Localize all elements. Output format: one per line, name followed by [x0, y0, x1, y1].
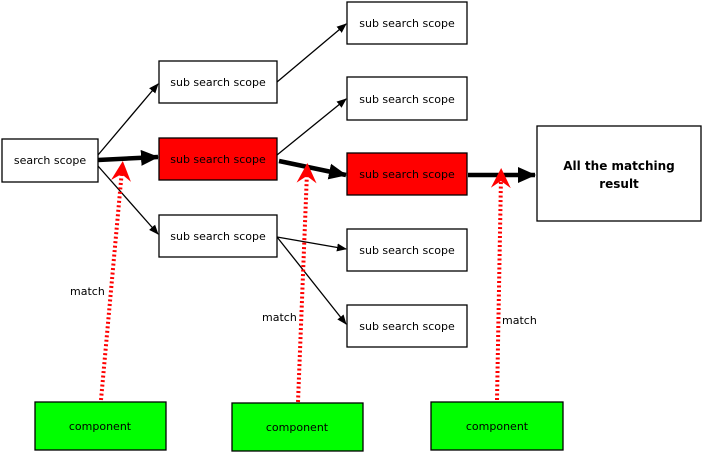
- node-leaf-4: sub search scope: [346, 228, 468, 272]
- node-leaf-5: sub search scope: [346, 304, 468, 348]
- component-2-label: component: [266, 421, 329, 434]
- node-sub-search-scope-middle: sub search scope: [158, 137, 278, 181]
- match-label-3: match: [502, 314, 537, 327]
- thin-connectors: [97, 23, 347, 325]
- component-1: component: [34, 401, 167, 451]
- component-1-label: component: [69, 420, 132, 433]
- node-leaf-1-label: sub search scope: [359, 17, 455, 30]
- component-3-label: component: [466, 420, 529, 433]
- node-leaf-3: sub search scope: [346, 152, 468, 196]
- node-sub-top-label: sub search scope: [170, 76, 266, 89]
- edge-sublow-to-leaf4: [276, 236, 347, 252]
- match-label-1: match: [70, 285, 105, 298]
- node-leaf-3-label: sub search scope: [359, 168, 455, 181]
- node-search-scope-label: search scope: [14, 154, 87, 167]
- edge-subtop-to-leaf1: [276, 23, 347, 83]
- node-sub-search-scope-low: sub search scope: [158, 214, 278, 258]
- component-3: component: [430, 401, 564, 451]
- node-leaf-4-label: sub search scope: [359, 244, 455, 257]
- node-leaf-2-label: sub search scope: [359, 93, 455, 106]
- node-sub-mid-label: sub search scope: [170, 153, 266, 166]
- edge-submid-to-leaf2: [276, 98, 347, 156]
- match-arrow-2: [296, 163, 317, 403]
- edge-submid-to-leaf3: [278, 158, 347, 180]
- edge-root-to-sub-mid: [97, 149, 159, 166]
- match-arrows: [99, 161, 511, 403]
- match-label-2: match: [262, 311, 297, 324]
- node-sub-low-label: sub search scope: [170, 230, 266, 243]
- match-arrow-3: [490, 168, 511, 401]
- node-matching-result: All the matching result: [536, 125, 702, 222]
- edge-root-to-sub-top: [97, 83, 159, 156]
- node-sub-search-scope-top: sub search scope: [158, 60, 278, 104]
- result-line-2: result: [599, 177, 639, 191]
- node-leaf-2: sub search scope: [346, 76, 468, 121]
- node-leaf-5-label: sub search scope: [359, 320, 455, 333]
- edge-sublow-to-leaf5: [276, 236, 347, 325]
- node-search-scope: search scope: [1, 138, 99, 183]
- node-leaf-1: sub search scope: [346, 1, 468, 45]
- result-line-1: All the matching: [563, 159, 675, 173]
- edge-root-to-sub-low: [97, 165, 159, 235]
- component-2: component: [231, 402, 364, 452]
